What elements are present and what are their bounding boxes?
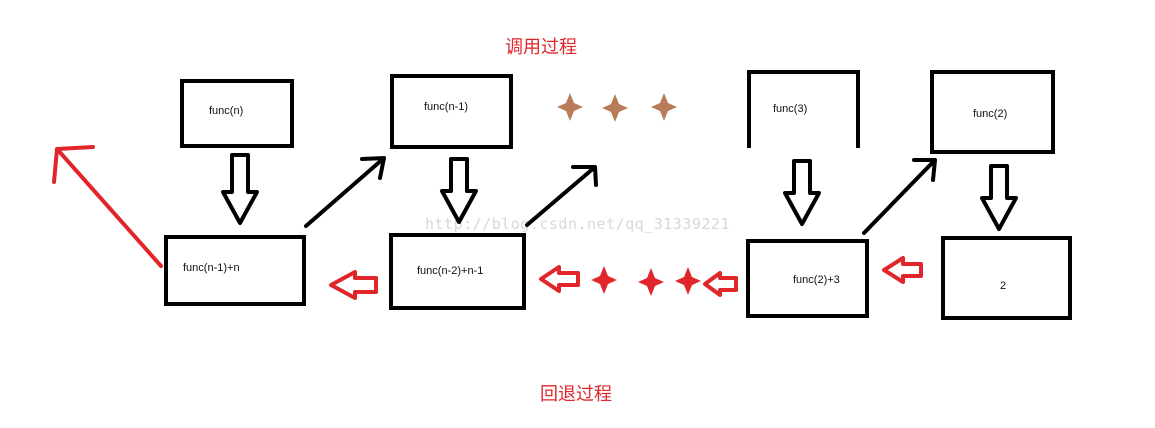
call-box-func-3: func(3) [747, 70, 860, 148]
ellipsis-star-top-3 [651, 93, 677, 121]
return-arrow-long [52, 145, 163, 268]
diagonal-arrow-2 [525, 165, 598, 227]
return-box-func-n-2-plus-n-1: func(n-2)+n-1 [389, 233, 526, 310]
call-box-func-2: func(2) [930, 70, 1055, 154]
call-box-func-n-1: func(n-1) [390, 74, 513, 149]
return-box-label: 2 [1000, 280, 1007, 292]
call-box-func-n: func(n) [180, 79, 294, 148]
call-box-label: func(n) [209, 105, 244, 117]
return-arrow-left-1 [329, 270, 378, 300]
return-box-label: func(2)+3 [793, 274, 840, 286]
down-arrow-4 [980, 164, 1018, 231]
down-arrow-1 [221, 153, 259, 225]
call-process-title: 调用过程 [505, 37, 577, 58]
return-arrow-left-3 [703, 271, 738, 297]
call-box-label: func(n-1) [424, 101, 469, 113]
diagonal-arrow-3 [862, 158, 937, 235]
ellipsis-star-bottom-3 [675, 267, 701, 295]
down-arrow-3 [783, 159, 821, 226]
return-box-func-2-plus-3: func(2)+3 [746, 239, 869, 318]
return-arrow-left-2 [539, 265, 580, 293]
return-box-base-value: 2 [941, 236, 1072, 320]
call-box-label: func(3) [773, 103, 808, 115]
return-box-func-n-1-plus-n: func(n-1)+n [164, 235, 306, 306]
ellipsis-star-bottom-2 [638, 268, 664, 296]
watermark: http://blog.csdn.net/qq_31339221 [425, 215, 730, 233]
call-box-label: func(2) [973, 108, 1008, 120]
ellipsis-star-top-2 [602, 94, 628, 122]
return-box-label: func(n-1)+n [183, 262, 240, 274]
ellipsis-star-bottom-1 [591, 266, 617, 294]
return-process-title: 回退过程 [540, 384, 612, 405]
ellipsis-star-top-1 [557, 93, 583, 121]
down-arrow-2 [440, 157, 478, 224]
return-box-label: func(n-2)+n-1 [417, 265, 484, 277]
diagonal-arrow-1 [304, 156, 386, 228]
return-arrow-left-4 [882, 256, 923, 284]
